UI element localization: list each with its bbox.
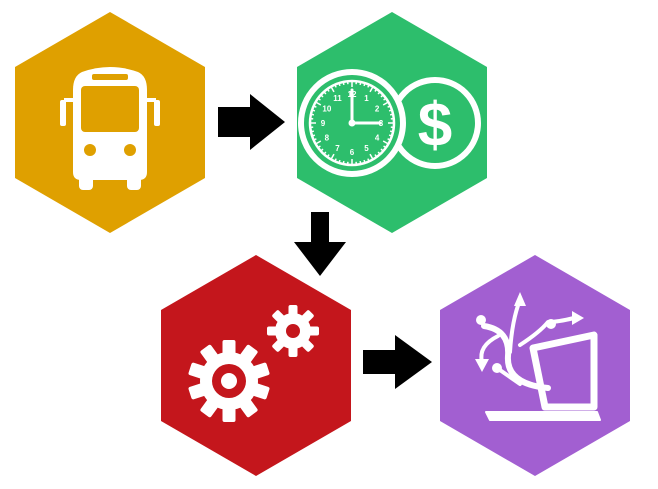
clock-numeral: 5 [364,144,369,153]
clock-numeral: 2 [375,105,380,114]
clock-numeral: 10 [322,105,331,114]
node-time-money: $ 121234567891011 [297,12,487,233]
dollar-glyph: $ [418,91,452,160]
node-gears [161,255,351,476]
node-bus [15,12,205,233]
bus-icon [60,67,160,190]
clock-numeral: 9 [321,119,326,128]
clock-numeral: 4 [375,134,380,143]
gears-icon [188,305,319,422]
branching-chart-laptop-icon [475,292,601,421]
arrow-time-money-to-gears [294,212,346,276]
arrow-gears-to-analytics [363,335,432,389]
arrow-bus-to-time-money [218,94,285,150]
clock-numeral: 11 [333,94,342,103]
clock-numeral: 6 [350,148,355,157]
node-analytics [440,255,630,476]
clock-numeral: 8 [325,134,330,143]
clock-dollar-icon: $ 121234567891011 [298,69,481,177]
clock-numeral: 1 [364,94,369,103]
clock-numeral: 7 [335,144,340,153]
